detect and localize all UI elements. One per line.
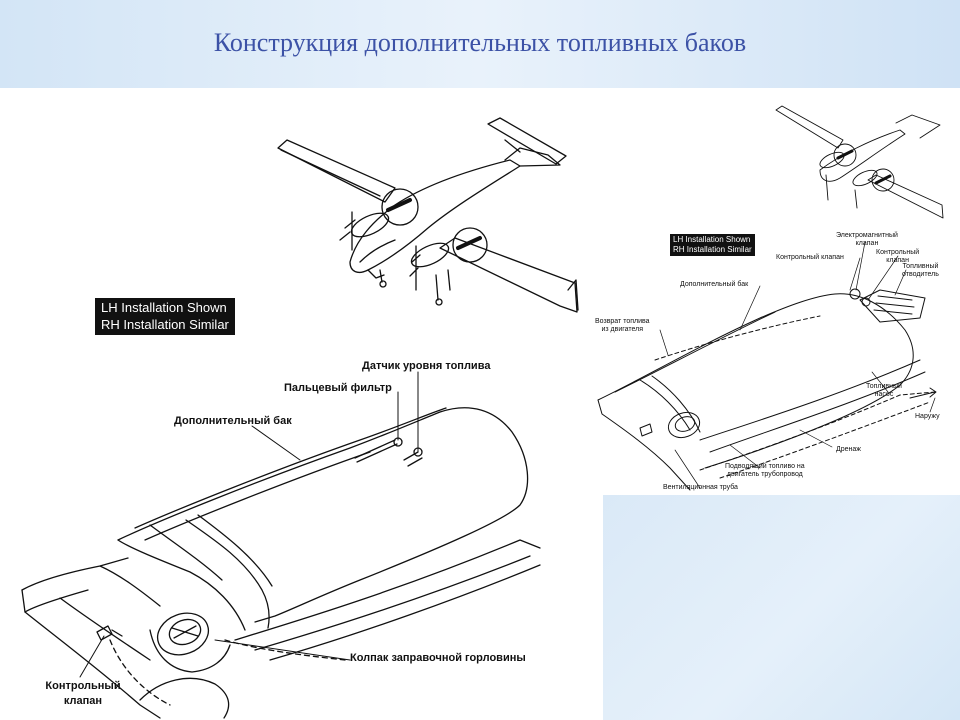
label-filler-cap: Колпак заправочной горловины xyxy=(350,652,526,664)
label-fuel-pump-line-2: насос xyxy=(874,391,894,398)
aircraft-illustration xyxy=(277,117,579,313)
slide-title: Конструкция дополнительных топливных бак… xyxy=(213,28,747,57)
label-check-valve: Контрольный клапан xyxy=(36,679,130,709)
label-check-valve-line-1: Контрольный xyxy=(45,680,121,692)
callout-small-line-1: LH Installation Shown xyxy=(673,235,751,244)
label-aux-tank-small: Дополнительный бак xyxy=(680,281,749,288)
installation-callout: LH Installation Shown RH Installation Si… xyxy=(95,298,235,335)
small-aircraft-illustration xyxy=(775,105,944,219)
label-overboard: Наружу xyxy=(915,413,940,420)
label-solenoid-valve-line-2: клапан xyxy=(855,240,879,247)
right-tank-schematic xyxy=(597,288,937,491)
label-fuel-return-line-2: из двигателя xyxy=(601,326,644,333)
label-check-valve-a-line-2: клапан xyxy=(886,257,909,264)
aux-tank-illustration xyxy=(21,407,541,719)
label-fuel-separator: Топливный отводитель xyxy=(902,263,939,279)
label-fuel-level-sensor: Датчик уровня топлива xyxy=(362,360,491,372)
callout-line-1: LH Installation Shown xyxy=(101,300,227,315)
label-engine-supply-line-1: Подводящий топливо на xyxy=(725,463,805,470)
label-drain: Дренаж xyxy=(836,446,861,453)
label-solenoid-valve-line-1: Электромагнитный xyxy=(836,232,898,239)
decorative-panel xyxy=(603,495,960,720)
label-check-valve-a: Контрольный клапан xyxy=(876,249,919,265)
callout-small-line-2: RH Installation Similar xyxy=(673,245,752,254)
label-aux-tank: Дополнительный бак xyxy=(174,415,292,427)
label-fuel-separator-line-1: Топливный xyxy=(902,263,939,270)
label-engine-supply-line: Подводящий топливо на двигатель трубопро… xyxy=(725,463,805,479)
label-fuel-separator-line-2: отводитель xyxy=(902,271,939,278)
title-bar xyxy=(0,0,960,88)
label-check-valve-line-2: клапан xyxy=(63,695,103,707)
label-solenoid-valve: Электромагнитный клапан xyxy=(836,232,898,248)
label-finger-filter: Пальцевый фильтр xyxy=(284,382,392,394)
callout-line-2: RH Installation Similar xyxy=(101,317,229,332)
label-fuel-pump-line-1: Топливный xyxy=(866,383,902,390)
installation-callout-small: LH Installation Shown RH Installation Si… xyxy=(670,234,755,256)
label-check-valve-a-line-1: Контрольный xyxy=(876,249,920,256)
label-fuel-return-line-1: Возврат топлива xyxy=(595,318,650,325)
label-vent-tube: Вентиляционная труба xyxy=(663,484,738,491)
label-engine-supply-line-2: двигатель трубопровод xyxy=(726,471,803,478)
label-fuel-return: Возврат топлива из двигателя xyxy=(595,318,650,334)
label-check-valve-b: Контрольный клапан xyxy=(776,254,844,261)
label-fuel-pump: Топливный насос xyxy=(866,383,902,399)
